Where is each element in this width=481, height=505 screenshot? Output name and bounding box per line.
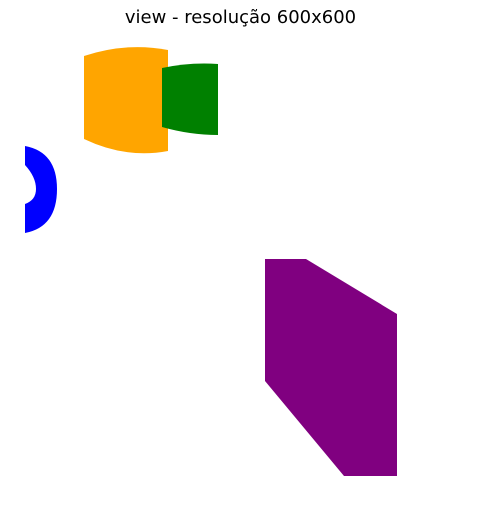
plot-title: view - resolução 600x600 xyxy=(124,7,357,28)
green-shape xyxy=(162,63,218,135)
blue-shape xyxy=(25,146,57,233)
orange-shape xyxy=(84,47,168,154)
purple-shape xyxy=(265,259,397,476)
